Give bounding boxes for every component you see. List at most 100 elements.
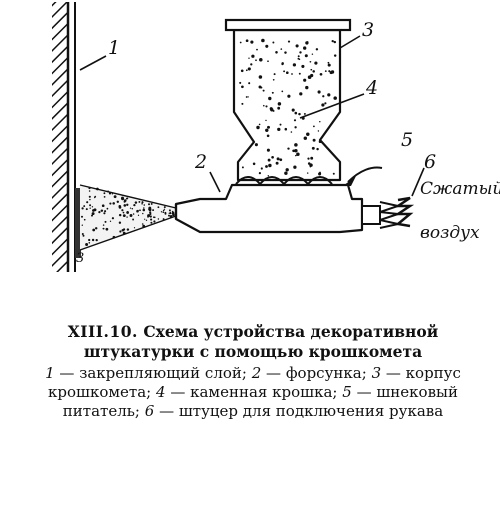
- stone-crumb: [285, 168, 289, 172]
- stone-crumb: [276, 157, 280, 161]
- spray-particle: [150, 218, 153, 221]
- spray-particle: [147, 203, 151, 206]
- stone-crumb: [307, 157, 310, 160]
- spray-particle: [103, 196, 106, 198]
- spray-particle: [123, 228, 126, 230]
- legend-text: закрепляющий слой;: [79, 364, 247, 382]
- spray-particle: [81, 232, 84, 236]
- legend-num: 4: [156, 383, 166, 401]
- nozzle: [174, 183, 364, 234]
- stone-crumb: [250, 40, 254, 44]
- spray-particle: [105, 227, 109, 231]
- spray-particle: [129, 214, 133, 217]
- feeder-arrow: [343, 166, 383, 186]
- stone-crumb: [304, 54, 308, 58]
- stone-crumb: [310, 73, 314, 78]
- leader-lines: [79, 35, 425, 197]
- stone-crumb: [298, 112, 301, 116]
- stone-crumb: [272, 41, 275, 44]
- spray-particle: [88, 195, 91, 198]
- spray-particle: [103, 212, 106, 215]
- spray-particle: [104, 210, 107, 213]
- stone-crumb: [291, 73, 293, 75]
- stone-crumb: [293, 119, 297, 122]
- stone-crumb: [255, 59, 257, 62]
- spray-particle: [172, 213, 175, 217]
- spray-particle: [98, 211, 101, 214]
- spray-particle: [134, 201, 138, 204]
- spray-particle: [86, 201, 89, 204]
- spray-particle: [133, 203, 136, 207]
- stone-crumb: [312, 70, 315, 73]
- spray-particle: [85, 243, 89, 246]
- spray-particle: [141, 203, 143, 205]
- stone-crumb: [317, 90, 321, 94]
- stone-crumb: [299, 51, 302, 54]
- screw-feeder: [235, 176, 333, 186]
- stone-crumb: [281, 62, 284, 66]
- legend-text: корпус крошкомета;: [48, 364, 461, 401]
- spray-particle: [94, 227, 98, 230]
- stone-crumb: [333, 96, 337, 100]
- spray-particle: [164, 212, 167, 215]
- spray-particle: [88, 187, 91, 190]
- stone-crumb: [303, 46, 307, 50]
- stone-crumb: [292, 149, 295, 153]
- spray-particle: [142, 212, 144, 215]
- stone-crumb: [271, 155, 274, 159]
- stone-crumb: [266, 134, 270, 138]
- spray-particle: [89, 198, 91, 201]
- spray-particle: [113, 195, 117, 199]
- stone-crumb: [306, 132, 310, 137]
- spray-particle: [107, 190, 110, 193]
- stone-crumb: [277, 106, 281, 110]
- spray-particle: [118, 213, 122, 217]
- spray-particle: [106, 207, 109, 210]
- spray-particle: [125, 197, 128, 200]
- stone-crumb: [297, 57, 300, 60]
- spray-particle: [150, 221, 153, 224]
- spray-particle: [91, 214, 93, 217]
- crushed-stone-thrower-diagram: 1 2 3 4 5 6 3 Сжатый воздух: [52, 2, 500, 272]
- stone-crumb: [327, 93, 331, 97]
- stone-crumb: [322, 95, 325, 98]
- stone-crumb: [286, 71, 289, 74]
- spray-particle: [126, 211, 129, 214]
- stone-crumb: [256, 125, 260, 130]
- stone-crumb: [294, 111, 298, 115]
- stone-crumb: [295, 154, 297, 157]
- spray-particle: [88, 238, 91, 242]
- label-5: 5: [401, 129, 413, 151]
- spray-particle: [104, 220, 107, 223]
- stone-crumb: [327, 61, 330, 64]
- spray-particle: [149, 211, 152, 214]
- stone-crumb: [295, 44, 299, 48]
- stone-crumb: [250, 63, 253, 66]
- label-4: 4: [365, 77, 378, 99]
- spray-particle: [80, 215, 84, 218]
- spray-particle: [150, 202, 153, 205]
- label-2: 2: [194, 151, 207, 173]
- spray-particle: [126, 228, 130, 231]
- label-3: 3: [362, 19, 374, 41]
- spray-particle: [153, 220, 156, 223]
- stone-crumb: [245, 96, 248, 98]
- stone-crumb: [328, 70, 331, 73]
- wall: [52, 2, 76, 272]
- spray-particle: [126, 216, 128, 218]
- legend-num: 6: [144, 402, 155, 420]
- stone-crumb: [301, 64, 305, 68]
- figure-caption: XIII.10. Схема устройства декоративной ш…: [14, 322, 492, 421]
- stone-crumb: [279, 123, 282, 126]
- spray-particle: [89, 207, 91, 209]
- spray-particle: [142, 224, 146, 228]
- stone-crumb: [280, 48, 283, 50]
- spray-particle: [101, 209, 104, 212]
- stone-crumb: [303, 136, 308, 140]
- stone-crumb: [291, 108, 295, 112]
- spray-particle: [109, 202, 112, 205]
- stone-crumb: [294, 143, 298, 147]
- spray-particle: [132, 213, 135, 215]
- stone-crumb: [245, 39, 249, 43]
- stone-crumb: [247, 96, 249, 98]
